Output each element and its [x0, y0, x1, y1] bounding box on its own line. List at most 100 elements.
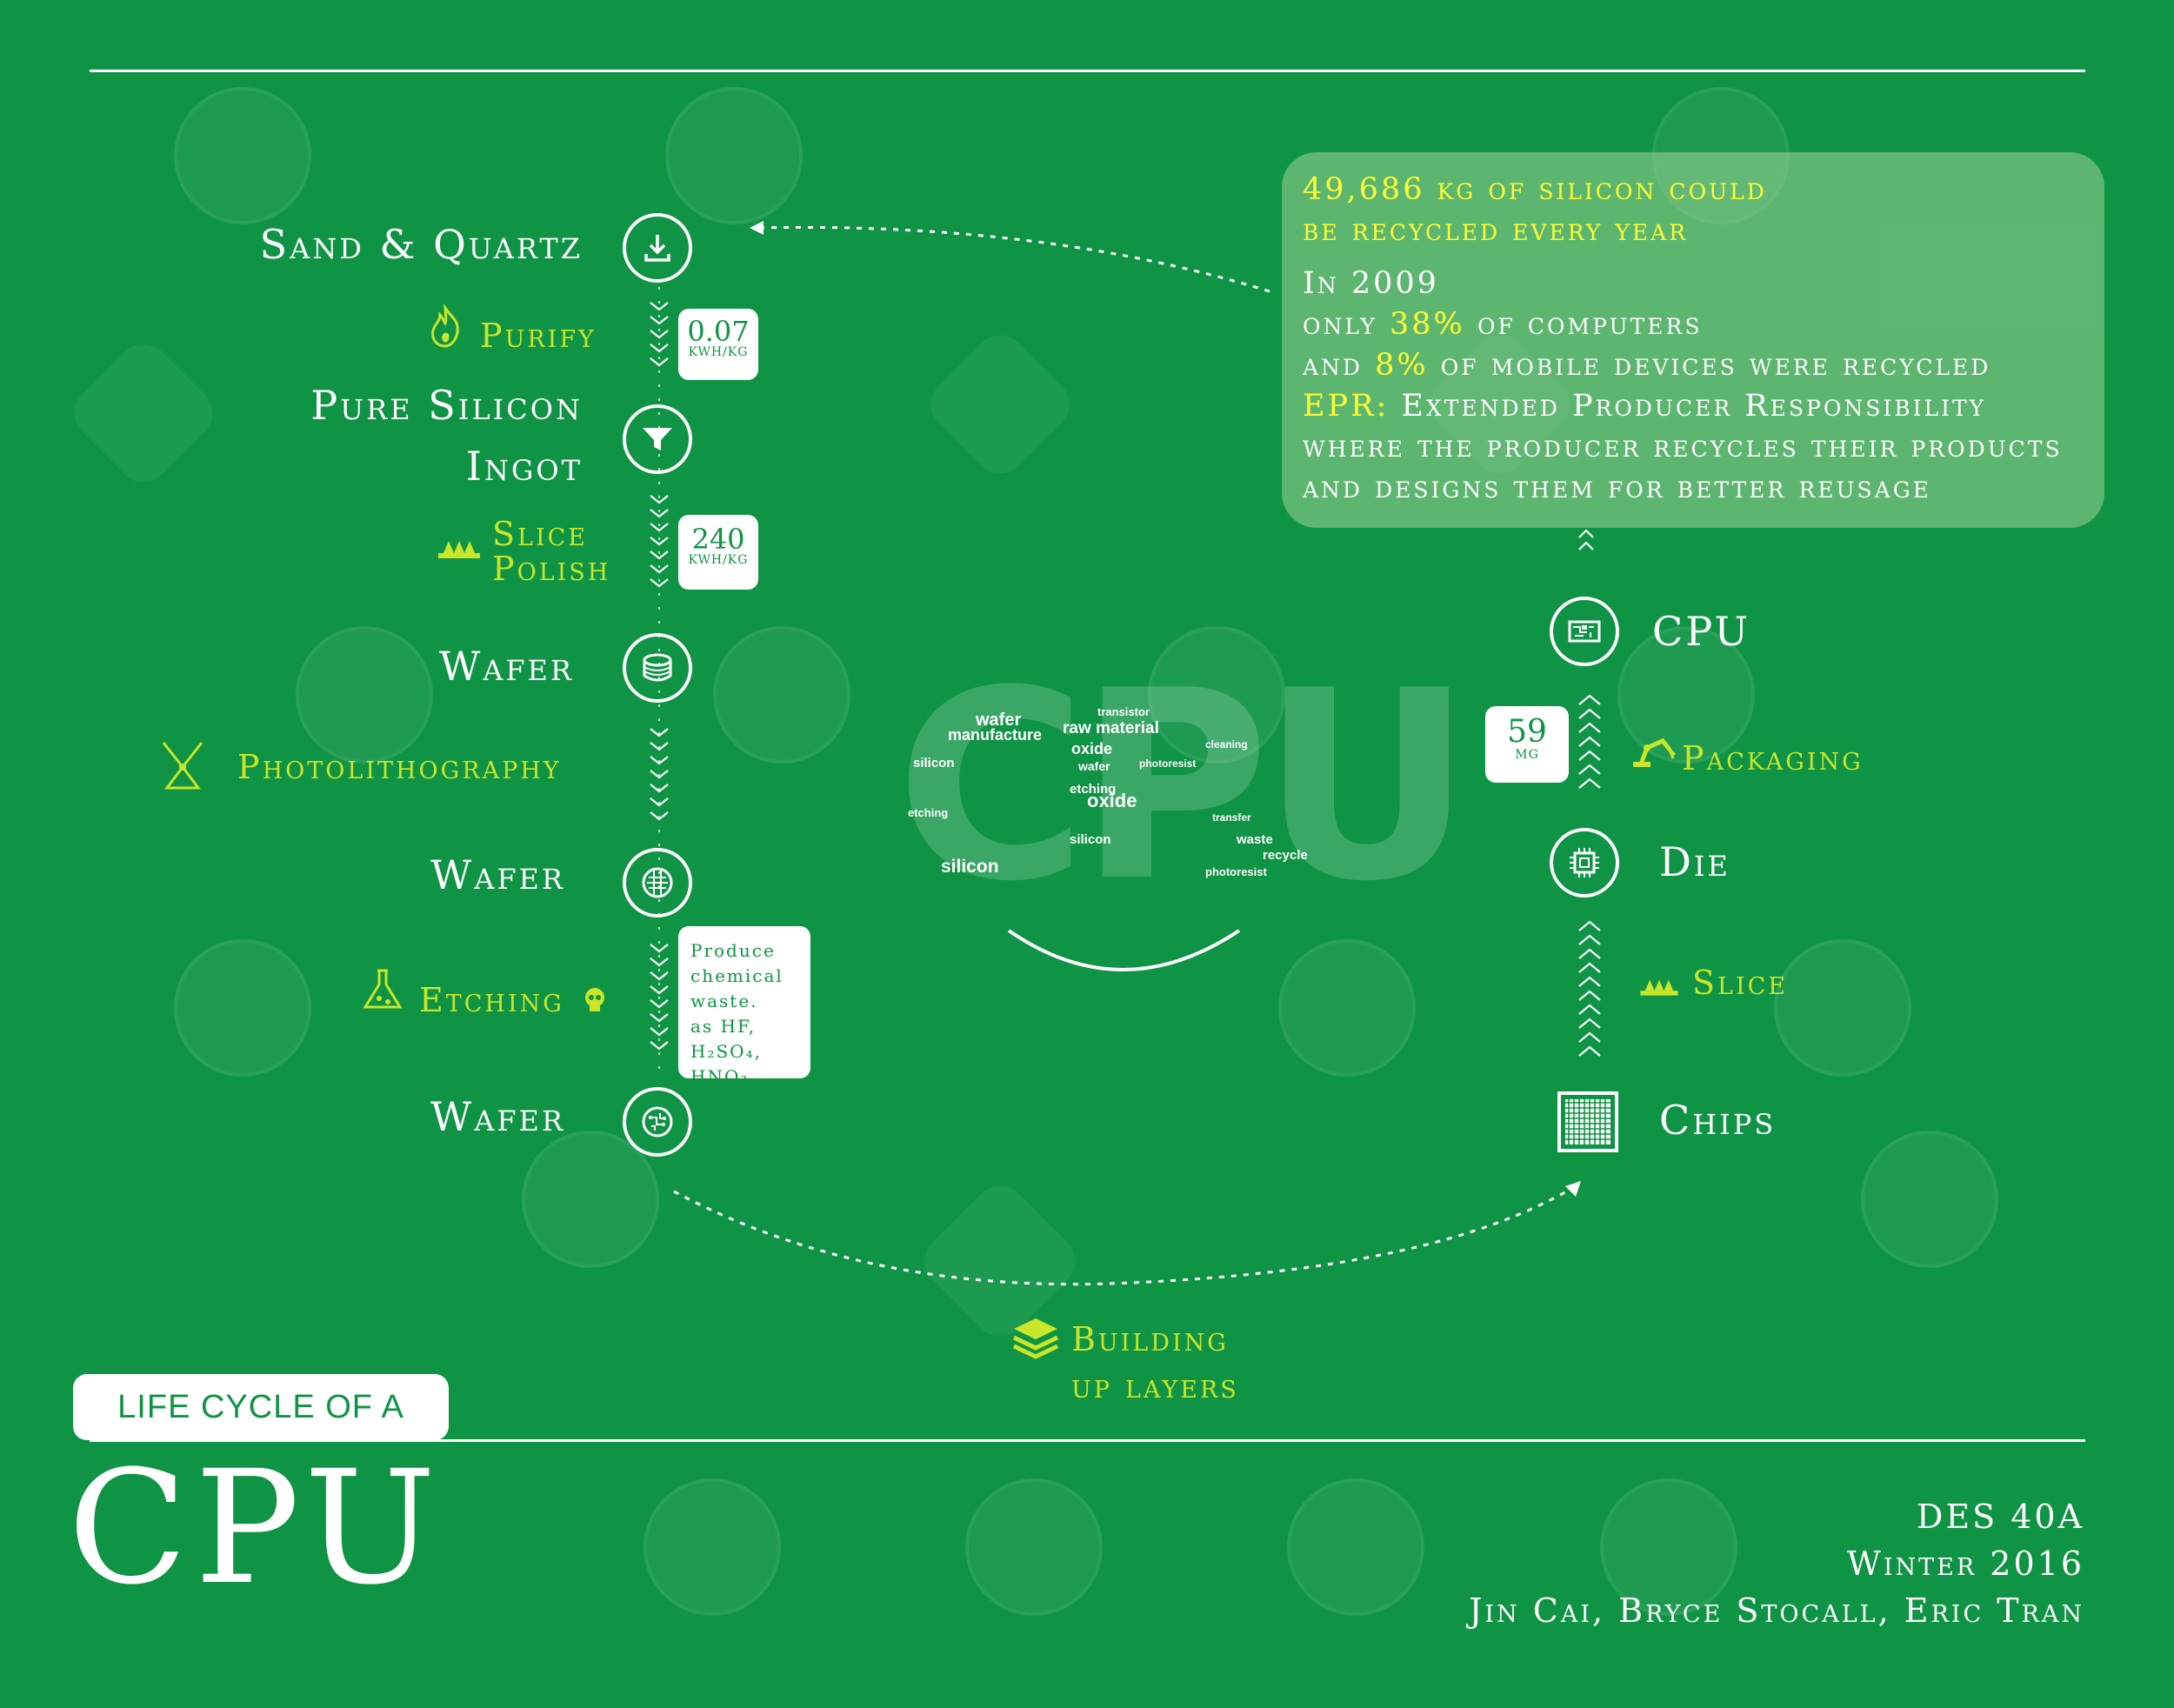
process-up-layers: up layers	[1071, 1367, 1239, 1405]
center-cpu-word: CPU	[896, 635, 1473, 938]
node-wafer-3	[623, 1087, 692, 1157]
info-highlight: 38%	[1390, 307, 1465, 342]
note-line: HNO₃, H₃PO₄	[690, 1066, 757, 1112]
process-photolithography: Photolithography	[237, 748, 562, 786]
saw-icon	[1640, 979, 1678, 996]
recycle-arc	[756, 225, 1270, 293]
cloud-word: transfer	[1212, 811, 1251, 824]
badge-value: 59	[1507, 714, 1547, 750]
note-line: Produce	[690, 940, 776, 961]
cloud-word: photoresist	[1139, 757, 1197, 770]
mass-badge-packaging: 59 MG	[1485, 706, 1569, 783]
note-line: waste.	[690, 991, 758, 1011]
recycling-info-box: 49,686 kg of silicon could be recycled e…	[1282, 152, 2104, 528]
step-wafer-3: Wafer	[430, 1093, 565, 1140]
info-line: where the producer recycles their produc…	[1303, 430, 2063, 464]
skull-icon	[585, 988, 604, 1011]
layers-icon	[1012, 1318, 1059, 1359]
lamp-icon	[162, 742, 203, 790]
credit-term: Winter 2016	[1846, 1545, 2084, 1583]
cloud-word: oxide	[1087, 790, 1137, 811]
badge-unit: MG	[1515, 748, 1539, 762]
step-wafer-1: Wafer	[438, 643, 574, 690]
note-line: chemical	[690, 965, 784, 986]
info-line: EPR: Extended Producer Responsibility	[1303, 386, 2084, 427]
badge-unit: KWH/KG	[688, 345, 749, 359]
watermark-circle	[1600, 1478, 1737, 1616]
badge-unit: KWH/KG	[688, 553, 749, 567]
robot-arm-icon	[1633, 737, 1677, 767]
process-slice-right: Slice	[1692, 964, 1788, 1002]
right-chevrons	[1578, 529, 1601, 1057]
cloud-word: silicon	[913, 756, 955, 771]
cloud-word: photoresist	[1205, 865, 1267, 878]
cloud-word: etching	[908, 806, 949, 819]
credit-authors: Jin Cai, Bryce Stocall, Eric Tran	[1469, 1591, 2084, 1630]
info-text: only	[1303, 307, 1390, 342]
chip-icon	[1570, 848, 1599, 877]
step-pure-silicon: Pure Silicon	[310, 382, 583, 429]
watermark-circle	[1278, 939, 1416, 1077]
credit-course: DES 40A	[1916, 1498, 2084, 1536]
process-purify: Purify	[480, 317, 597, 355]
cloud-word: oxide	[1071, 740, 1113, 757]
info-line: and designs them for better reusage	[1303, 470, 1931, 505]
note-line: as HF, H₂SO₄,	[690, 1016, 762, 1062]
bottom-arc	[673, 1185, 1575, 1286]
info-line: In 2009	[1303, 266, 1439, 301]
circuit-wafer-icon	[642, 1106, 673, 1138]
watermark-circle	[174, 939, 311, 1077]
info-headline: be recycled every year	[1303, 213, 1689, 248]
cloud-word: wafer	[1078, 759, 1110, 773]
step-die: Die	[1659, 838, 1731, 885]
info-text: of mobile devices were recycled	[1428, 348, 1991, 383]
cloud-word: raw material	[1063, 719, 1159, 737]
process-polish: Polish	[492, 550, 611, 588]
download-icon	[644, 235, 670, 262]
info-highlight: 8%	[1375, 348, 1429, 383]
watermark-circle	[1774, 939, 1911, 1077]
title-label: LIFE CYCLE OF A	[73, 1374, 449, 1440]
watermark-circle	[644, 1478, 781, 1616]
step-sand-quartz: Sand & Quartz	[259, 221, 583, 268]
cloud-word: recycle	[1263, 848, 1308, 863]
top-rule	[90, 70, 2085, 72]
info-text: and	[1303, 348, 1376, 383]
node-wafer-2	[623, 848, 692, 917]
step-chips: Chips	[1659, 1097, 1777, 1144]
cloud-word: manufacture	[948, 726, 1043, 744]
info-line: only 38% of computers	[1303, 304, 2084, 345]
info-line: and 8% of mobile devices were recycled	[1303, 345, 2084, 386]
info-text: of computers	[1464, 307, 1703, 342]
watermark-circle	[522, 1131, 659, 1268]
left-chevrons	[650, 302, 669, 1051]
cloud-word: cleaning	[1205, 738, 1248, 751]
cloud-word: silicon	[1070, 832, 1111, 847]
process-building: Building	[1071, 1320, 1229, 1358]
energy-badge-slice: 240 KWH/KG	[678, 515, 758, 590]
process-packaging: Packaging	[1682, 739, 1864, 777]
cloud-word: silicon	[941, 857, 999, 877]
cloud-word: wafer	[976, 711, 1022, 730]
node-cpu	[1550, 597, 1619, 666]
cloud-word: transistor	[1097, 705, 1150, 718]
watermark-circle	[665, 87, 803, 224]
node-die	[1550, 828, 1619, 897]
cloud-word: waste	[1237, 832, 1273, 847]
chemical-waste-note: Produce chemical waste. as HF, H₂SO₄, HN…	[678, 926, 810, 1112]
energy-badge-purify: 0.07 KWH/KG	[678, 309, 758, 380]
saw-icon	[438, 541, 480, 558]
info-headline: 49,686 kg of silicon could	[1303, 172, 1767, 207]
node-wafer-1	[623, 633, 692, 703]
info-highlight: EPR:	[1303, 389, 1390, 424]
watermark-circle	[1148, 626, 1285, 764]
chip-grid-icon	[1557, 1091, 1618, 1152]
watermark-circle	[965, 1478, 1103, 1616]
circuit-board-icon	[1568, 620, 1601, 643]
watermark-circle	[174, 87, 311, 224]
watermark-circle	[713, 626, 850, 764]
badge-value: 0.07	[687, 315, 750, 348]
step-ingot: Ingot	[465, 443, 583, 490]
watermark-circle	[1617, 626, 1755, 764]
